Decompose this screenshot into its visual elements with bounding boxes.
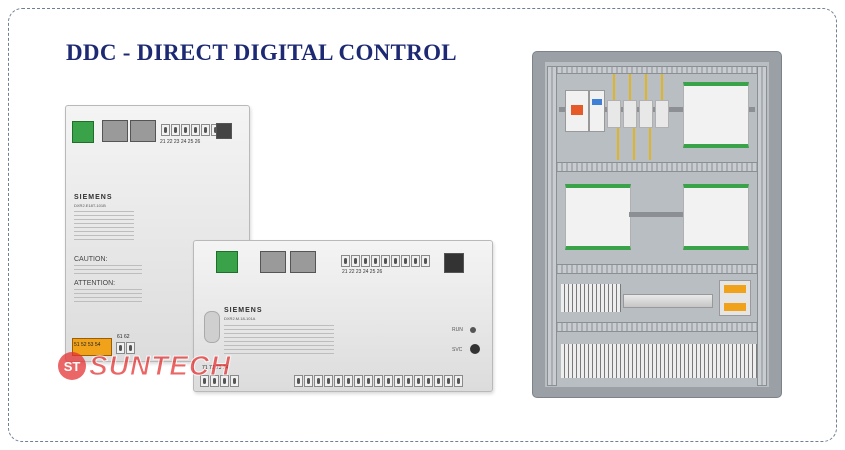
device-brand: SIEMENS [224,307,263,314]
relay [639,100,653,128]
terminal-block [161,124,220,136]
ddc-controller-lower: 21 22 23 24 25 26 SIEMENS DXR2.M.18-101A… [193,240,493,392]
usb-port [444,253,464,273]
page-title: DDC - DIRECT DIGITAL CONTROL [66,40,457,65]
device-model: DXR2.E18T-101B [74,203,106,208]
wire [629,74,631,100]
wire-duct [547,66,767,74]
wire [645,74,647,100]
transformer [719,280,751,316]
wire-duct [547,66,557,386]
suntech-watermark: ST SUNTECH [58,350,231,382]
green-power-connector [72,121,94,143]
wire-duct [547,162,767,172]
relay [655,100,669,128]
terminal-strip [561,284,621,312]
service-button [470,344,480,354]
wire [661,74,663,100]
ddc-module [683,82,749,148]
wire-duct [547,264,767,274]
device-spec-text [224,325,334,355]
run-led [470,327,476,333]
circuit-breaker [589,90,605,132]
image-frame [8,8,837,442]
control-cabinet-photo [533,52,781,397]
watermark-badge: ST [58,352,86,380]
ddc-module [565,184,631,250]
run-label: RUN [452,327,463,333]
wire-duct [757,66,767,386]
device-brand: SIEMENS [74,194,113,201]
terminal-block [116,342,135,354]
ethernet-port [290,251,316,273]
terminal-numbers-top: 21 22 23 24 25 26 [342,269,383,275]
wire [613,74,615,100]
terminal-numbers-mid: 61 62 [117,334,130,340]
wire [617,128,619,160]
svc-label: SVC [452,347,463,353]
relay [623,100,637,128]
usb-port [216,123,232,139]
wire [649,128,651,160]
wire-duct [547,322,767,332]
watermark-text: SUNTECH [88,350,232,382]
din-rail-empty [623,294,713,308]
relay [607,100,621,128]
ethernet-port [130,120,156,142]
ethernet-port [260,251,286,273]
green-power-connector [216,251,238,273]
terminal-numbers-bottom: 71 72 73 74 [202,365,229,371]
terminal-block [294,375,463,387]
caution-text [74,265,142,277]
vent-slot [204,311,220,343]
terminal-numbers-top: 21 22 23 24 25 26 [160,139,201,145]
circuit-breaker [565,90,589,132]
terminal-strip [561,344,757,378]
din-rail [629,212,683,217]
terminal-block [341,255,430,267]
terminal-numbers-bottom: 51 52 53 54 [74,342,101,348]
caution-label: CAUTION: [74,256,108,263]
attention-text [74,289,142,303]
device-model: DXR2.M.18-101A [224,316,256,321]
ethernet-port [102,120,128,142]
orange-terminal-connector [72,338,112,356]
wire [633,128,635,160]
ddc-module [683,184,749,250]
terminal-block [200,375,239,387]
device-spec-text [74,211,134,241]
attention-label: ATTENTION: [74,280,116,287]
